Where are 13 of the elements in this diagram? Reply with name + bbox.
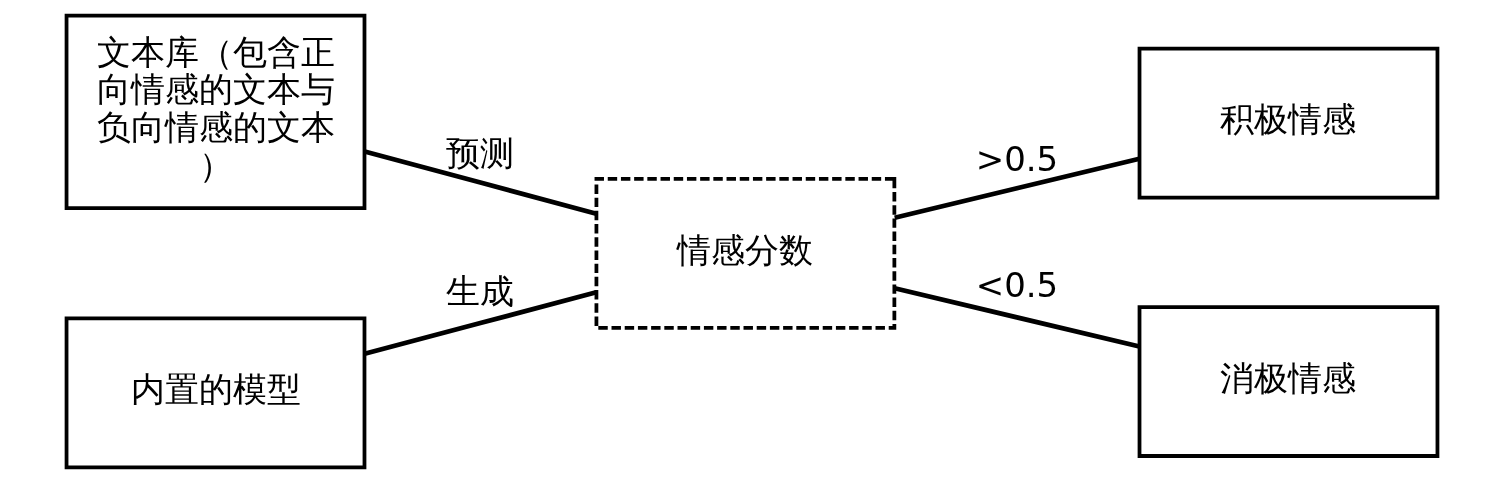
edge-label: <0.5 [975, 265, 1058, 306]
connector [893, 286, 1140, 349]
connector [363, 149, 597, 216]
edge-label: 预测 [445, 133, 514, 174]
edge-label: >0.5 [975, 139, 1058, 180]
node-box: 文本库（包含正向情感的文本与负向情感的文本） [64, 13, 366, 210]
edge-label: 生成 [445, 271, 514, 312]
node-box: 情感分数 [594, 176, 896, 330]
node-box: 积极情感 [1137, 46, 1439, 200]
node-box: 消极情感 [1137, 305, 1439, 458]
connector [363, 290, 597, 357]
node-box: 内置的模型 [64, 316, 366, 470]
connector [893, 156, 1140, 221]
